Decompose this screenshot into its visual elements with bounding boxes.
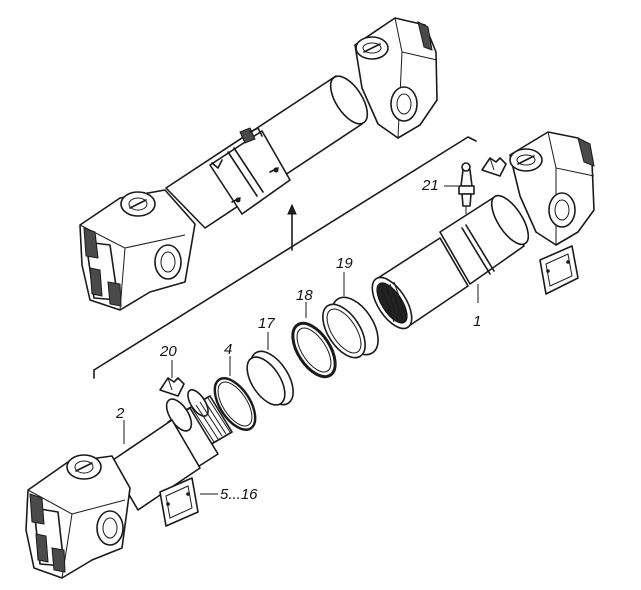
label-part-17: 17	[258, 315, 275, 332]
part-labels: 1 2 4 17 18 19 20 21 5...16	[115, 177, 481, 503]
label-part-21: 21	[421, 177, 439, 194]
label-parts-5-16: 5...16	[220, 486, 258, 503]
part-20-clamp-upper	[481, 157, 507, 177]
balance-plate-lower	[159, 477, 218, 527]
balance-plate-upper	[539, 245, 579, 295]
part-17-retaining-ring	[246, 332, 294, 406]
label-part-18: 18	[296, 287, 313, 304]
upper-right-flange-yoke	[354, 17, 438, 139]
part-4-snap-ring	[213, 356, 257, 431]
label-part-2: 2	[115, 405, 125, 422]
part-21-grease-fitting	[444, 162, 475, 214]
part-2-splined-shaft-yoke	[25, 389, 233, 579]
label-part-19: 19	[336, 255, 353, 272]
grouping-bracket	[93, 136, 477, 379]
part-1-sleeve-yoke	[371, 131, 595, 330]
upper-tube	[165, 75, 369, 229]
part-20-clamp-lower	[159, 360, 185, 397]
part-18-o-ring	[291, 302, 337, 379]
label-part-4: 4	[224, 341, 232, 358]
label-part-20: 20	[159, 343, 177, 360]
assembled-driveshaft	[79, 17, 438, 311]
label-part-1: 1	[473, 313, 481, 330]
upper-left-flange-yoke	[79, 189, 196, 311]
part-19-seal-cover	[322, 272, 379, 359]
